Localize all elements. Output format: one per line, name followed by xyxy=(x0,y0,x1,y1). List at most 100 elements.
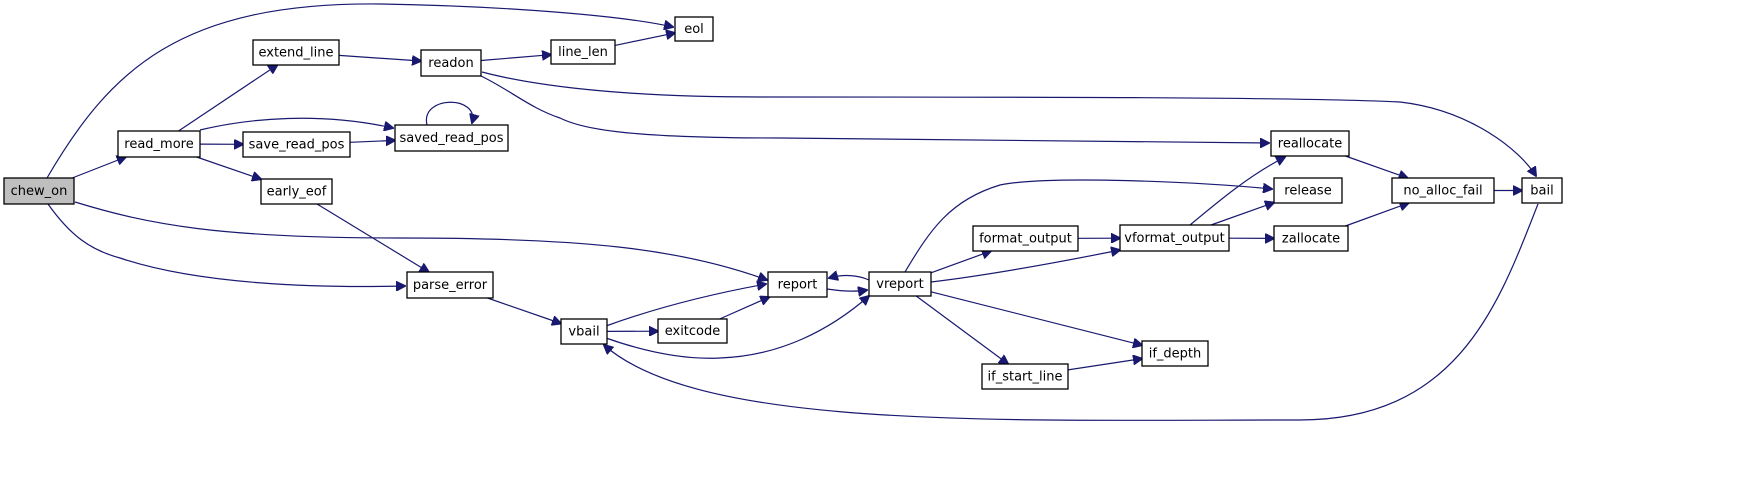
edge-line xyxy=(178,65,278,132)
node-early-eof[interactable]: early_eof xyxy=(260,178,333,205)
node-vreport[interactable]: vreport xyxy=(868,271,932,297)
node-zallocate[interactable]: zallocate xyxy=(1273,225,1349,252)
edge-readon-to-reallocate xyxy=(480,75,1269,143)
node-no-alloc-fail[interactable]: no_alloc_fail xyxy=(1391,177,1495,204)
node-read-more[interactable]: read_more xyxy=(117,130,201,158)
edge-line_len-to-eol xyxy=(614,33,675,46)
node-save-read-pos[interactable]: save_read_pos xyxy=(242,131,351,158)
node-label: readon xyxy=(428,56,473,71)
edge-vformat_output-to-reallocate xyxy=(1189,157,1285,226)
edge-save_read_pos-to-saved_read_pos xyxy=(349,140,395,142)
node-label: vreport xyxy=(876,277,923,292)
edge-line xyxy=(481,71,1536,176)
node-label: read_more xyxy=(124,137,193,152)
edge-line xyxy=(604,203,1539,421)
edges xyxy=(46,3,1539,421)
edge-line xyxy=(196,156,261,179)
edge-zallocate-to-no_alloc_fail xyxy=(1345,203,1408,227)
edge-chew_on-to-parse_error xyxy=(47,203,405,286)
node-readon[interactable]: readon xyxy=(420,49,482,77)
node-parse-error[interactable]: parse_error xyxy=(406,271,494,299)
edge-line xyxy=(338,54,421,61)
edge-extend_line-to-readon xyxy=(338,54,421,61)
node-label: early_eof xyxy=(267,185,327,200)
edge-readon-to-line_len xyxy=(480,55,551,62)
node-label: report xyxy=(778,278,818,293)
node-format-output[interactable]: format_output xyxy=(972,225,1079,252)
node-exitcode[interactable]: exitcode xyxy=(657,318,728,344)
node-if-start-line[interactable]: if_start_line xyxy=(981,363,1069,390)
edge-line xyxy=(1345,203,1408,227)
node-box xyxy=(674,16,714,42)
node-box xyxy=(260,178,333,205)
edge-vreport-to-release xyxy=(904,179,1272,273)
edge-bail-to-vbail xyxy=(604,203,1539,421)
node-vformat-output[interactable]: vformat_output xyxy=(1119,224,1230,252)
edge-line xyxy=(487,297,562,324)
node-chew-on[interactable]: chew_on xyxy=(3,177,75,205)
node-label: chew_on xyxy=(11,184,68,199)
node-box xyxy=(1141,340,1209,367)
edge-line xyxy=(199,117,393,130)
node-eol[interactable]: eol xyxy=(674,16,714,42)
edge-chew_on-to-eol xyxy=(46,3,673,179)
node-label: bail xyxy=(1530,184,1553,199)
edge-line xyxy=(930,291,1142,345)
node-report[interactable]: report xyxy=(767,271,828,298)
edge-line xyxy=(480,55,551,62)
edge-line xyxy=(71,157,126,179)
edge-line xyxy=(1345,155,1407,178)
node-box xyxy=(868,271,932,297)
node-extend-line[interactable]: extend_line xyxy=(252,39,340,66)
node-saved-read-pos[interactable]: saved_read_pos xyxy=(394,124,509,152)
node-box xyxy=(767,271,828,298)
node-label: extend_line xyxy=(258,46,333,61)
edge-vformat_output-to-release xyxy=(1210,203,1274,226)
node-bail[interactable]: bail xyxy=(1521,177,1563,204)
node-label: save_read_pos xyxy=(249,138,345,153)
node-box xyxy=(1273,177,1343,204)
edge-line xyxy=(480,75,1269,143)
edge-line xyxy=(349,140,395,142)
node-reallocate[interactable]: reallocate xyxy=(1270,130,1350,157)
edge-read_more-to-extend_line xyxy=(178,65,278,132)
edge-line xyxy=(930,250,1120,283)
edge-line xyxy=(605,296,869,359)
edge-line xyxy=(904,179,1272,273)
node-box xyxy=(1119,224,1230,252)
node-box xyxy=(117,130,201,158)
edge-read_more-to-early_eof xyxy=(196,156,261,179)
node-label: no_alloc_fail xyxy=(1403,184,1482,199)
node-label: parse_error xyxy=(413,278,488,293)
edge-exitcode-to-report xyxy=(719,297,770,320)
node-label: format_output xyxy=(979,232,1072,247)
edge-saved_read_pos-to-saved_read_pos xyxy=(426,101,472,126)
node-label: reallocate xyxy=(1278,137,1342,152)
node-vbail[interactable]: vbail xyxy=(560,318,608,345)
edge-vbail-to-vreport xyxy=(605,296,869,359)
edge-reallocate-to-no_alloc_fail xyxy=(1345,155,1407,178)
node-label: release xyxy=(1284,184,1331,199)
node-release[interactable]: release xyxy=(1273,177,1343,204)
edge-line xyxy=(930,251,991,274)
node-line-len[interactable]: line_len xyxy=(550,39,616,65)
node-label: exitcode xyxy=(665,324,721,339)
node-box xyxy=(3,177,75,205)
edge-line xyxy=(605,284,766,327)
edge-vreport-to-vformat_output xyxy=(930,250,1120,283)
edge-line xyxy=(316,203,429,272)
node-label: saved_read_pos xyxy=(400,131,504,146)
node-label: vformat_output xyxy=(1124,231,1224,246)
edge-read_more-to-saved_read_pos xyxy=(199,117,393,130)
node-label: if_start_line xyxy=(988,370,1063,385)
node-box xyxy=(657,318,728,344)
edge-vreport-to-report xyxy=(829,276,870,280)
node-if-depth[interactable]: if_depth xyxy=(1141,340,1209,367)
node-label: zallocate xyxy=(1282,232,1340,247)
edge-line xyxy=(47,203,405,286)
edge-line xyxy=(74,201,767,280)
edge-line xyxy=(826,289,867,291)
edge-line xyxy=(719,297,770,320)
edge-line xyxy=(1210,203,1274,226)
